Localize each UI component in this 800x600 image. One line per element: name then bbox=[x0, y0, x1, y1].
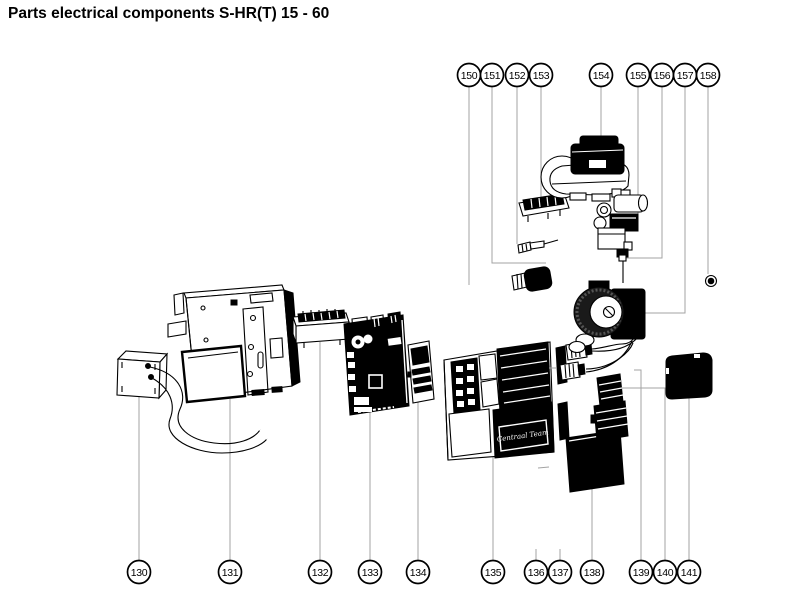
callout-number-151: 151 bbox=[484, 70, 501, 82]
callout-154-fan-assembly: 154 bbox=[588, 62, 614, 145]
callout-134-display-module: 134 bbox=[405, 400, 431, 585]
callout-number-154: 154 bbox=[593, 70, 610, 82]
part-156-electrode-illustration bbox=[616, 248, 629, 283]
leader-line-140 bbox=[622, 387, 666, 560]
part-152-temperature-probe-illustration bbox=[517, 239, 559, 254]
leader-line-156 bbox=[626, 87, 663, 259]
callout-139-cable-harness: 139 bbox=[628, 369, 654, 585]
part-154-fan-illustration bbox=[540, 135, 631, 202]
callout-number-157: 157 bbox=[677, 70, 694, 82]
callout-141-cover-box: 141 bbox=[676, 398, 702, 585]
leader-line-139 bbox=[634, 369, 642, 560]
callout-157-pump: 157 bbox=[645, 62, 698, 314]
leader-line-151 bbox=[491, 87, 546, 264]
callout-133-pcb: 133 bbox=[357, 411, 383, 585]
callout-circle-135 bbox=[480, 559, 506, 585]
callout-number-156: 156 bbox=[654, 70, 671, 82]
callout-circle-139 bbox=[628, 559, 654, 585]
callout-number-131: 131 bbox=[222, 567, 239, 579]
part-138-cover-panel-illustration bbox=[565, 429, 625, 493]
callout-circle-151 bbox=[479, 62, 505, 88]
callout-number-134: 134 bbox=[410, 567, 427, 579]
callout-152-temperature-probe: 152 bbox=[504, 62, 530, 244]
callout-circle-136 bbox=[523, 559, 549, 585]
callout-number-158: 158 bbox=[700, 70, 717, 82]
callout-number-135: 135 bbox=[485, 567, 502, 579]
part-135-front-panel-illustration: Centraal Team bbox=[443, 341, 555, 461]
callout-number-153: 153 bbox=[533, 70, 550, 82]
callout-131-controls-housing: 131 bbox=[217, 399, 243, 585]
callout-number-141: 141 bbox=[681, 567, 698, 579]
callout-number-132: 132 bbox=[312, 567, 329, 579]
callout-136-side-strip-left: 136 bbox=[523, 549, 549, 585]
callout-circle-130 bbox=[126, 559, 152, 585]
small-clip-mark bbox=[537, 466, 550, 469]
part-133-pcb-illustration bbox=[343, 311, 410, 416]
callout-layer: 150 151 152 153 154 155 156 157 158 130 131 132 133 1… bbox=[126, 62, 721, 585]
callout-circle-155 bbox=[625, 62, 651, 88]
callout-circle-158 bbox=[695, 62, 721, 88]
part-141-cover-box-illustration bbox=[665, 352, 713, 400]
callout-158-grommet-nut: 158 bbox=[695, 62, 721, 274]
callout-circle-140 bbox=[652, 559, 678, 585]
callout-number-133: 133 bbox=[362, 567, 379, 579]
callout-number-152: 152 bbox=[509, 70, 526, 82]
callout-150-panel-wiring: 150 bbox=[456, 62, 482, 285]
callout-140-ribbed-panel: 140 bbox=[622, 387, 678, 585]
callout-130-transformer-with-cables: 130 bbox=[126, 394, 152, 585]
part-137-side-strip-illustration bbox=[557, 401, 570, 441]
callout-number-139: 139 bbox=[633, 567, 650, 579]
callout-circle-138 bbox=[579, 559, 605, 585]
part-131-controls-housing-illustration bbox=[167, 284, 301, 404]
callout-151-sensor-black-cap: 151 bbox=[479, 62, 546, 264]
part-157-pump-illustration bbox=[568, 280, 646, 373]
callout-number-136: 136 bbox=[528, 567, 545, 579]
callout-number-140: 140 bbox=[657, 567, 674, 579]
callout-circle-137 bbox=[547, 559, 573, 585]
callout-153-terminal-block: 153 bbox=[528, 62, 554, 200]
part-140-ribbed-panel-illustration bbox=[590, 373, 629, 442]
part-132-terminal-strip-illustration bbox=[292, 309, 350, 348]
callout-number-137: 137 bbox=[552, 567, 569, 579]
callout-circle-132 bbox=[307, 559, 333, 585]
part-153-terminal-block-illustration bbox=[518, 193, 570, 222]
callout-circle-133 bbox=[357, 559, 383, 585]
callout-circle-152 bbox=[504, 62, 530, 88]
leader-line-157 bbox=[645, 87, 686, 314]
callout-circle-141 bbox=[676, 559, 702, 585]
callout-135-front-panel: 135 bbox=[480, 457, 506, 585]
callout-number-155: 155 bbox=[630, 70, 647, 82]
callout-number-130: 130 bbox=[131, 567, 148, 579]
callout-132-terminal-strip: 132 bbox=[307, 342, 333, 585]
callout-number-150: 150 bbox=[461, 70, 478, 82]
part-151-sensor-illustration bbox=[511, 266, 553, 292]
callout-circle-154 bbox=[588, 62, 614, 88]
callout-circle-131 bbox=[217, 559, 243, 585]
callout-number-138: 138 bbox=[584, 567, 601, 579]
callout-circle-153 bbox=[528, 62, 554, 88]
callout-137-side-strip-right: 137 bbox=[547, 549, 573, 585]
callout-circle-134 bbox=[405, 559, 431, 585]
callout-138-cover-panel: 138 bbox=[579, 487, 605, 585]
part-134-display-module-illustration bbox=[407, 340, 435, 404]
page-title: Parts electrical components S-HR(T) 15 -… bbox=[8, 5, 330, 22]
part-158-grommet-nut-illustration bbox=[704, 274, 718, 288]
part-155-gas-valve-illustration bbox=[593, 188, 649, 251]
part-130-transformer-illustration bbox=[116, 350, 270, 454]
